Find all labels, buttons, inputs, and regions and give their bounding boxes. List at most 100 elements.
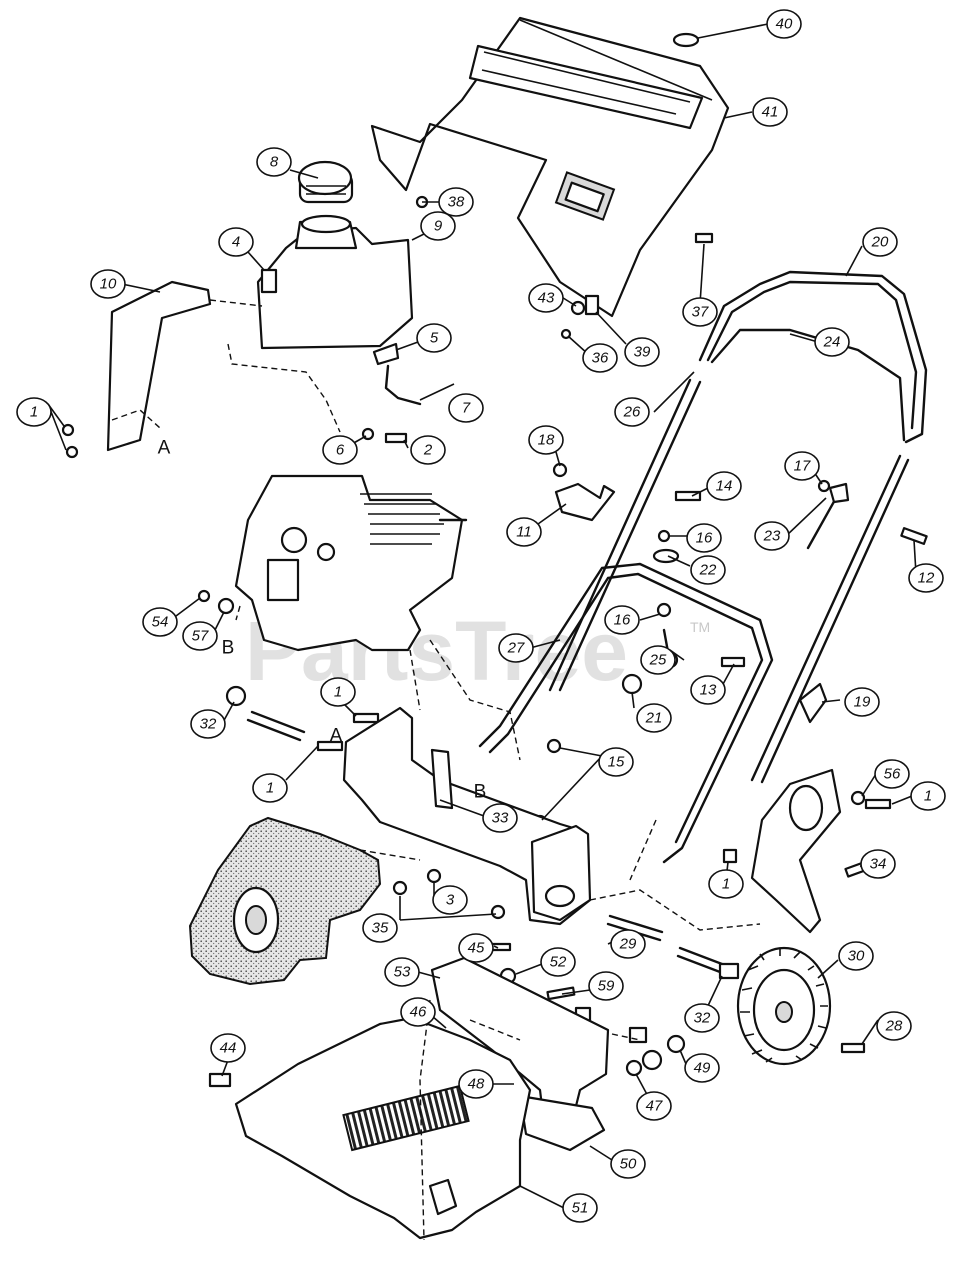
callout-ring xyxy=(614,397,650,427)
callout-number: 48 xyxy=(468,1076,485,1093)
wheel-part-30 xyxy=(736,946,832,1066)
callout-number: 25 xyxy=(649,652,667,669)
callout-36: 36 xyxy=(582,343,618,373)
callout-30: 30 xyxy=(838,941,874,971)
callout-ring xyxy=(588,971,624,1001)
callout-number: 37 xyxy=(692,304,709,321)
callout-ring xyxy=(752,97,788,127)
callout-number: 56 xyxy=(884,766,901,783)
callout-ring xyxy=(322,435,358,465)
callout-43: 43 xyxy=(528,283,564,313)
callout-ring xyxy=(604,605,640,635)
callout-ring xyxy=(384,957,420,987)
callout-number: 52 xyxy=(550,954,567,971)
clamp-part-5 xyxy=(372,342,400,366)
callout-number: 16 xyxy=(614,612,631,629)
callout-26: 26 xyxy=(614,397,650,427)
callout-number: 16 xyxy=(696,530,713,547)
reference-lines xyxy=(111,299,761,1241)
callout-10: 10 xyxy=(90,269,126,299)
ref-letter-b: B xyxy=(474,782,487,803)
plug-part-40 xyxy=(672,32,700,48)
callout-ring xyxy=(210,1033,246,1063)
callout-ring xyxy=(860,849,896,879)
callout-2: 2 xyxy=(410,435,446,465)
callout-ring xyxy=(410,435,446,465)
callout-number: 34 xyxy=(870,856,887,873)
callout-5: 5 xyxy=(416,323,452,353)
callout-1: 1 xyxy=(910,781,946,811)
callout-ring xyxy=(862,227,898,257)
callout-22: 22 xyxy=(690,555,726,585)
callout-17: 17 xyxy=(784,451,820,481)
callout-number: 1 xyxy=(722,876,730,893)
clip-part-11 xyxy=(554,482,616,522)
callout-number: 33 xyxy=(492,810,509,827)
callout-ring xyxy=(438,187,474,217)
washer-part-22 xyxy=(652,548,680,564)
callout-ring xyxy=(562,1193,598,1223)
callout-ring xyxy=(540,947,576,977)
callout-ring xyxy=(640,645,676,675)
callout-number: 20 xyxy=(871,234,889,251)
callout-number: 1 xyxy=(334,684,342,701)
callout-15: 15 xyxy=(598,747,634,777)
callout-ring xyxy=(506,517,542,547)
callout-19: 19 xyxy=(844,687,880,717)
callout-number: 5 xyxy=(430,330,439,347)
callout-ring xyxy=(218,227,254,257)
callout-59: 59 xyxy=(588,971,624,1001)
callout-16: 16 xyxy=(686,523,722,553)
upper-handle-part-20 xyxy=(698,270,928,444)
callout-number: 24 xyxy=(823,334,841,351)
callout-ring xyxy=(582,343,618,373)
callout-number: 57 xyxy=(192,628,209,645)
callout-ring xyxy=(636,703,672,733)
callout-number: 53 xyxy=(394,964,411,981)
callout-52: 52 xyxy=(540,947,576,977)
callout-ring xyxy=(190,709,226,739)
callout-ring xyxy=(908,563,944,593)
callout-41: 41 xyxy=(752,97,788,127)
callout-number: 12 xyxy=(918,570,935,587)
callout-1: 1 xyxy=(320,677,356,707)
callout-number: 8 xyxy=(270,154,279,171)
callout-number: 28 xyxy=(885,1018,903,1035)
impeller-housing xyxy=(188,816,382,986)
callout-ring xyxy=(482,803,518,833)
callout-number: 49 xyxy=(694,1060,711,1077)
callout-39: 39 xyxy=(624,337,660,367)
callout-ring xyxy=(90,269,126,299)
callout-11: 11 xyxy=(506,517,542,547)
callout-number: 41 xyxy=(762,104,779,121)
callout-33: 33 xyxy=(482,803,518,833)
callout-ring xyxy=(708,869,744,899)
callout-number: 21 xyxy=(645,710,663,727)
side-plate-part-34 xyxy=(750,768,842,934)
callout-28: 28 xyxy=(876,1011,912,1041)
callout-ring xyxy=(814,327,850,357)
callout-number: 39 xyxy=(634,344,651,361)
callout-number: 27 xyxy=(507,640,525,657)
callout-number: 50 xyxy=(620,1156,637,1173)
callout-20: 20 xyxy=(862,227,898,257)
callout-number: 40 xyxy=(776,16,793,33)
fuel-tank-part-9 xyxy=(256,214,414,350)
cable-part-23 xyxy=(806,496,838,550)
callout-ring xyxy=(684,1053,720,1083)
callout-ring xyxy=(682,297,718,327)
callout-16: 16 xyxy=(604,605,640,635)
svg-text:TM: TM xyxy=(690,619,710,635)
callout-32: 32 xyxy=(190,709,226,739)
callout-ring xyxy=(706,471,742,501)
frame-part-33 xyxy=(342,706,592,926)
callout-38: 38 xyxy=(438,187,474,217)
callout-number: 7 xyxy=(462,400,471,417)
callout-ring xyxy=(320,677,356,707)
callout-ring xyxy=(844,687,880,717)
callout-ring xyxy=(400,997,436,1027)
callout-54: 54 xyxy=(142,607,178,637)
control-rod-part-24 xyxy=(710,328,906,442)
callout-ring xyxy=(252,773,288,803)
shroud-part-41 xyxy=(370,16,730,318)
